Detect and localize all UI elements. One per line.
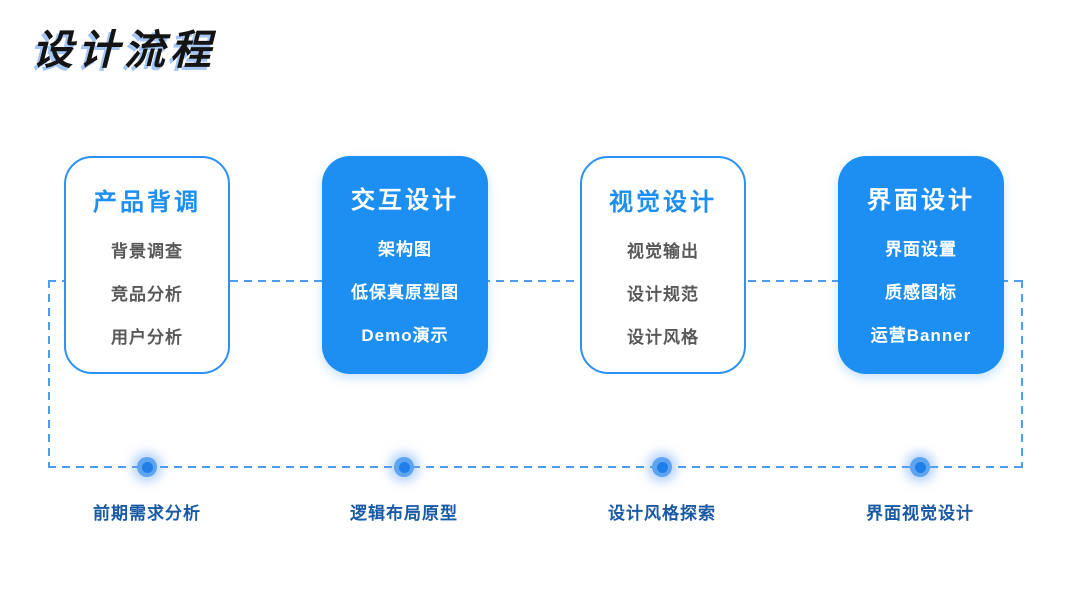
- milestone-dot-icon: [652, 457, 672, 477]
- milestone-label: 设计风格探索: [608, 504, 716, 523]
- stage-item: Demo演示: [361, 326, 449, 345]
- stage-item: 界面设置: [885, 240, 957, 259]
- stage-card-title: 界面设计: [867, 187, 975, 214]
- process-loop-line-top: [48, 280, 1021, 282]
- milestone-dot-icon: [910, 457, 930, 477]
- process-loop-line-bottom: [48, 466, 1021, 468]
- stage-card-4: 界面设计 界面设置质感图标运营Banner: [838, 156, 1004, 374]
- stage-card-items: 界面设置质感图标运营Banner: [838, 228, 1004, 357]
- milestone-label: 界面视觉设计: [866, 504, 974, 523]
- stage-card-items: 背景调查竞品分析用户分析: [66, 230, 228, 359]
- stage-item: 竞品分析: [111, 285, 183, 304]
- stage-card-title: 交互设计: [351, 187, 459, 214]
- stage-item: 架构图: [378, 240, 432, 259]
- stage-item: 低保真原型图: [351, 283, 459, 302]
- stage-card-3: 视觉设计 视觉输出设计规范设计风格: [580, 156, 746, 374]
- stage-item: 设计风格: [627, 328, 699, 347]
- stage-item: 设计规范: [627, 285, 699, 304]
- process-loop-line-left: [48, 280, 50, 466]
- stage-card-items: 视觉输出设计规范设计风格: [582, 230, 744, 359]
- stage-item: 用户分析: [111, 328, 183, 347]
- page-title: 设计流程: [32, 27, 216, 73]
- stage-card-title: 视觉设计: [609, 189, 717, 216]
- stage-item: 运营Banner: [870, 326, 972, 345]
- process-loop-line-right: [1021, 280, 1023, 468]
- stage-item: 质感图标: [885, 283, 957, 302]
- milestone-dot-icon: [394, 457, 414, 477]
- milestone-label: 逻辑布局原型: [350, 504, 458, 523]
- stage-card-1: 产品背调 背景调查竞品分析用户分析: [64, 156, 230, 374]
- stage-card-items: 架构图低保真原型图 Demo演示: [322, 228, 488, 357]
- milestone-dot-icon: [137, 457, 157, 477]
- stage-card-2: 交互设计 架构图低保真原型图 Demo演示: [322, 156, 488, 374]
- stage-item: 视觉输出: [627, 242, 699, 261]
- stage-item: 背景调查: [111, 242, 183, 261]
- milestone-label: 前期需求分析: [93, 504, 201, 523]
- stage-card-title: 产品背调: [93, 189, 201, 216]
